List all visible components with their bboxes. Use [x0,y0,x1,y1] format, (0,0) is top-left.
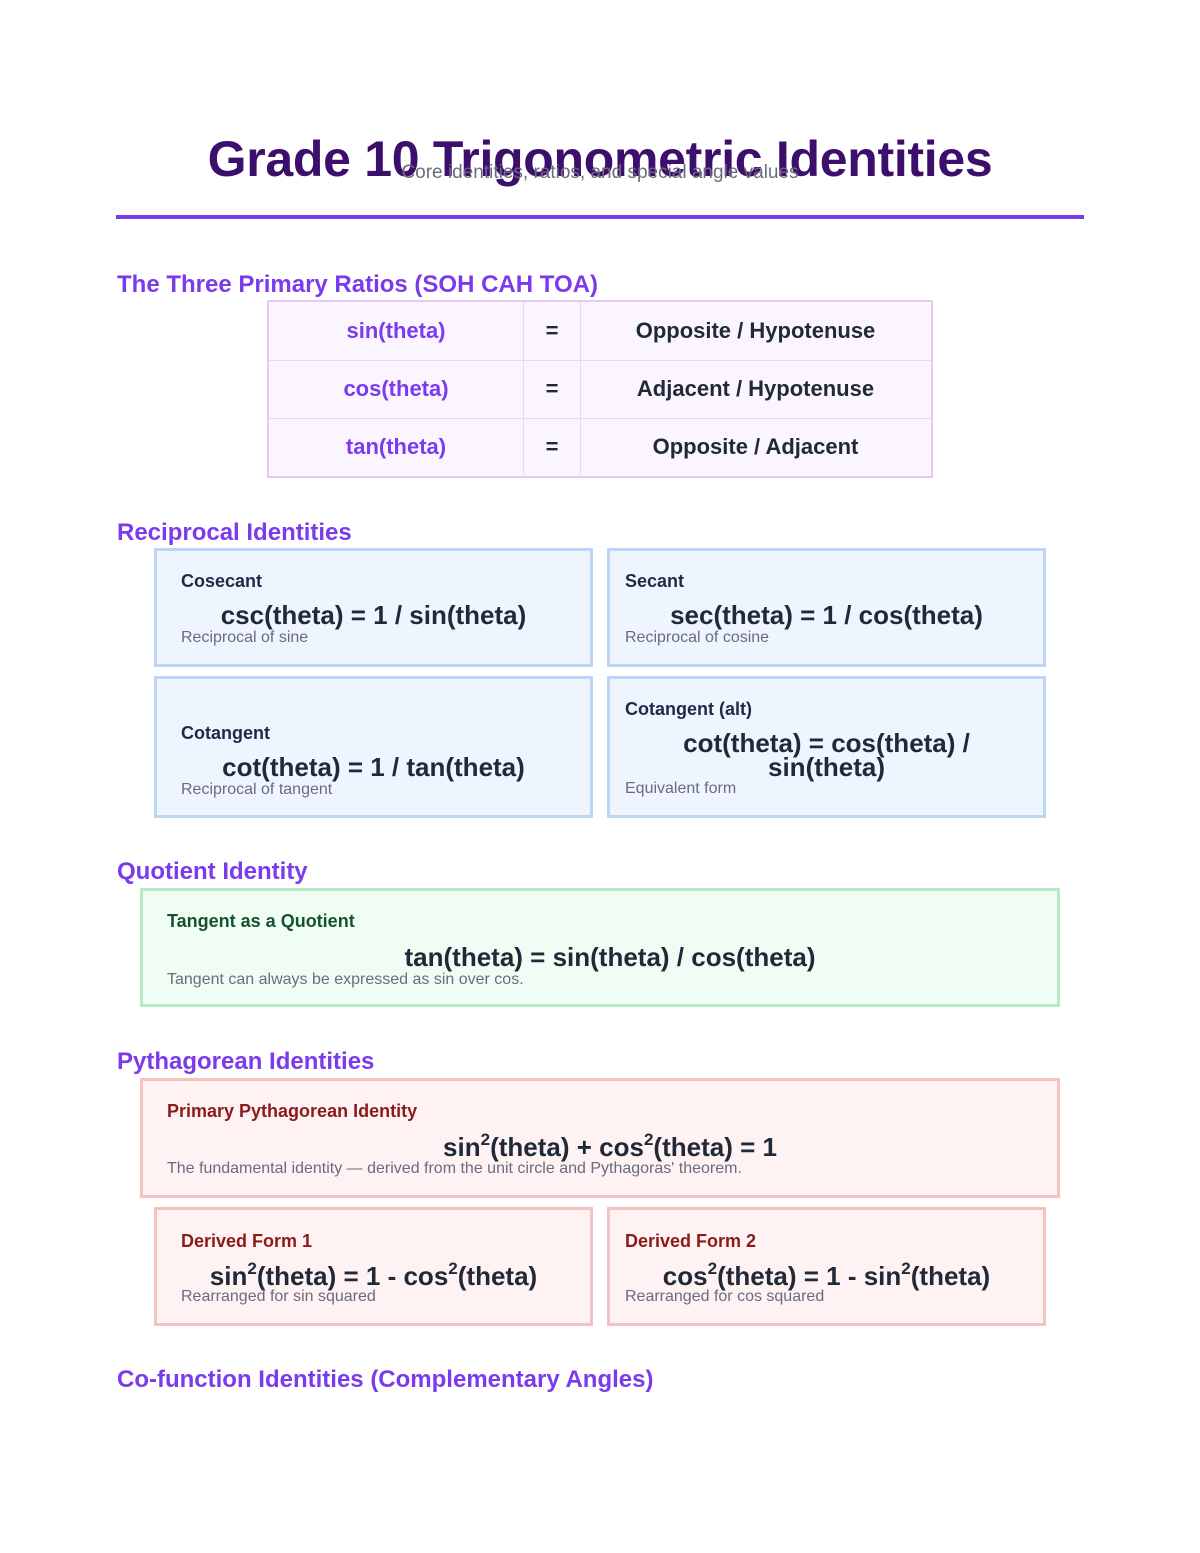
title-divider [116,215,1084,219]
section-heading-cofunction: Co-function Identities (Complementary An… [117,1366,654,1393]
section-heading-pythagorean: Pythagorean Identities [117,1048,375,1075]
card-cotangent-alt: Cotangent (alt) cot(theta) = cos(theta) … [607,676,1046,818]
card-formula-line-2: sin(theta) [768,752,885,782]
card-label: Cotangent [181,723,270,743]
card-note: Reciprocal of tangent [181,781,333,798]
ratio-equals: = [523,360,581,418]
card-formula: csc(theta) = 1 / sin(theta) [220,600,527,630]
card-note: Rearranged for sin squared [181,1288,376,1305]
table-row: sin(theta) = Opposite / Hypotenuse [269,302,931,361]
ratio-function: cos(theta) [343,376,449,401]
card-label: Cotangent (alt) [625,699,752,719]
card-formula: tan(theta) = sin(theta) / cos(theta) [404,942,816,972]
table-row: cos(theta) = Adjacent / Hypotenuse [269,360,931,419]
card-note: Reciprocal of sine [181,629,309,646]
card-note: Tangent can always be expressed as sin o… [167,971,524,988]
page-subtitle: Core identities, ratios, and special ang… [401,162,799,183]
card-label: Derived Form 2 [625,1231,757,1251]
card-formula-line-1: cot(theta) = cos(theta) / [683,728,970,758]
ratio-definition: Opposite / Hypotenuse [635,318,876,343]
card-formula: cos2(theta) = 1 - sin2(theta) [662,1259,991,1291]
card-primary-pythagorean: Primary Pythagorean Identity sin2(theta)… [140,1078,1060,1198]
page-title: Grade 10 Trigonometric Identities [207,131,993,187]
card-formula: sin2(theta) + cos2(theta) = 1 [443,1130,777,1162]
card-formula: sin2(theta) = 1 - cos2(theta) [209,1259,538,1291]
card-derived-form-1: Derived Form 1 sin2(theta) = 1 - cos2(th… [154,1207,593,1326]
card-note: Equivalent form [625,780,737,797]
card-label: Secant [625,571,685,591]
section-heading-quotient: Quotient Identity [117,858,308,885]
ratio-definition: Opposite / Adjacent [652,434,859,459]
ratio-function: sin(theta) [346,318,446,343]
section-heading-primary-ratios: The Three Primary Ratios (SOH CAH TOA) [117,271,598,298]
card-tangent-quotient: Tangent as a Quotient tan(theta) = sin(t… [140,888,1060,1007]
card-cosecant: Cosecant csc(theta) = 1 / sin(theta) Rec… [154,548,593,667]
card-label: Derived Form 1 [181,1231,313,1251]
card-note: The fundamental identity — derived from … [167,1160,742,1177]
card-cotangent: Cotangent cot(theta) = 1 / tan(theta) Re… [154,676,593,818]
card-note: Reciprocal of cosine [625,629,770,646]
ratio-function: tan(theta) [345,434,447,459]
card-formula: cot(theta) = 1 / tan(theta) [222,752,525,782]
ratio-definition: Adjacent / Hypotenuse [636,376,875,401]
card-label: Tangent as a Quotient [167,911,355,931]
card-label: Primary Pythagorean Identity [167,1101,418,1121]
card-secant: Secant sec(theta) = 1 / cos(theta) Recip… [607,548,1046,667]
ratio-equals: = [523,302,581,360]
primary-ratios-table: sin(theta) = Opposite / Hypotenuse cos(t… [267,300,933,478]
card-formula: sec(theta) = 1 / cos(theta) [670,600,983,630]
ratio-equals: = [523,418,581,476]
section-heading-reciprocal: Reciprocal Identities [117,519,352,546]
card-label: Cosecant [181,571,263,591]
table-row: tan(theta) = Opposite / Adjacent [269,418,931,476]
card-note: Rearranged for cos squared [625,1288,825,1305]
card-derived-form-2: Derived Form 2 cos2(theta) = 1 - sin2(th… [607,1207,1046,1326]
